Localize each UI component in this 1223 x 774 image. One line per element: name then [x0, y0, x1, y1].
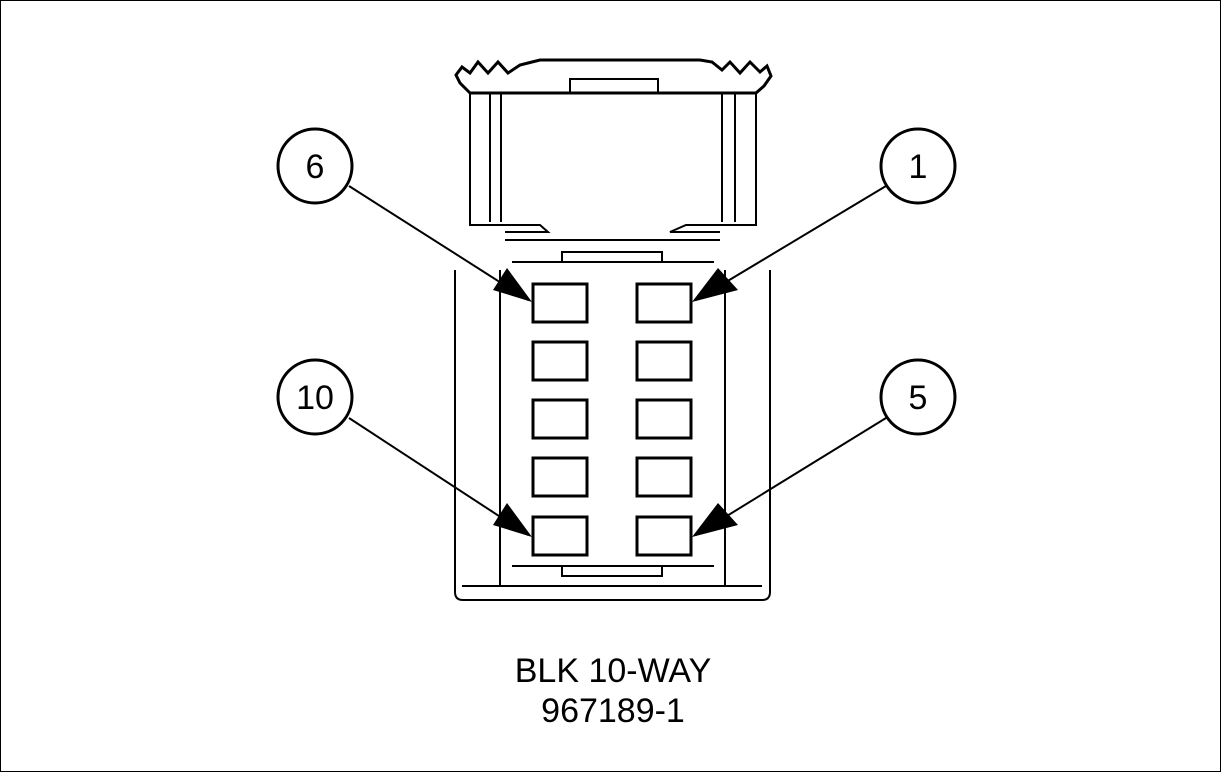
leader-arrow-6 [348, 185, 529, 301]
callout-label-1: 1 [909, 148, 928, 186]
cavity-2 [635, 340, 693, 382]
cavity-5 [635, 515, 693, 557]
connector-latch [454, 58, 773, 233]
cavity-1 [635, 282, 693, 324]
cavity-3 [635, 398, 693, 440]
arrowhead-10 [493, 503, 532, 537]
connector-body [454, 239, 771, 601]
arrowhead-6 [493, 268, 532, 302]
cavity-10 [531, 515, 589, 557]
arrowhead-5 [692, 503, 738, 537]
callout-label-5: 5 [909, 379, 928, 417]
callout-label-6: 6 [306, 148, 325, 186]
callout-5: 5 [879, 358, 957, 436]
leader-arrows [348, 185, 887, 537]
arrowhead-1 [692, 268, 738, 302]
callout-label-10: 10 [296, 379, 334, 417]
cavity-8 [531, 398, 589, 440]
terminal-cavities [531, 282, 693, 557]
cavity-4 [635, 456, 693, 498]
connector-caption-line2: 967189-1 [541, 692, 685, 730]
cavity-9 [531, 456, 589, 498]
leader-arrow-10 [348, 417, 529, 536]
callout-6: 6 [276, 127, 354, 205]
callout-1: 1 [879, 127, 957, 205]
cavity-6 [531, 282, 589, 324]
connector-caption-line1: BLK 10-WAY [515, 652, 712, 690]
cavity-7 [531, 340, 589, 382]
callout-10: 10 [276, 358, 354, 436]
